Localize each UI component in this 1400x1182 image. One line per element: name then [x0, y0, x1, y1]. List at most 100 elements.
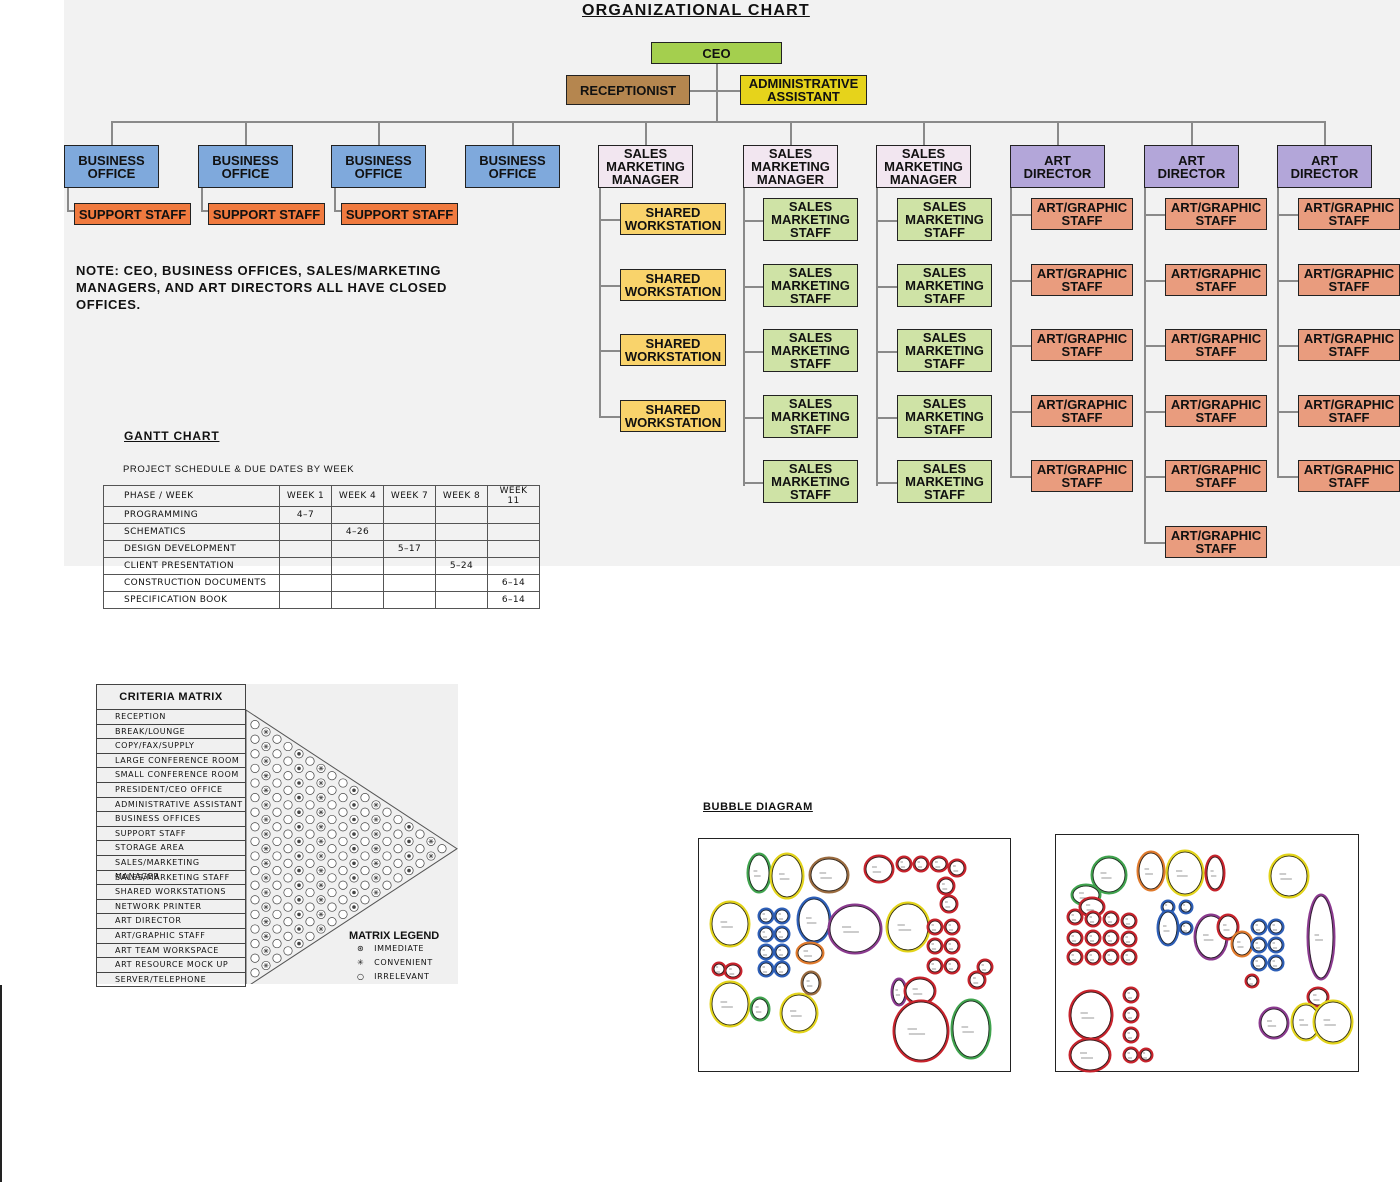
bubble-space [711, 961, 727, 977]
bubble-diagram-b [1055, 834, 1359, 1073]
bubble-scribble [935, 861, 941, 868]
connector-line [1010, 214, 1031, 216]
convenient-mark [263, 773, 269, 779]
business-office-box: BUSINESS OFFICE [198, 145, 293, 188]
bubble-space [779, 992, 819, 1034]
connector-line [1057, 122, 1059, 145]
immediate-mark [297, 810, 301, 814]
bubble-scribble [973, 977, 979, 984]
bubble-outline [1308, 895, 1334, 979]
immediate-mark [297, 927, 301, 931]
matrix-cell [250, 939, 260, 949]
art-graphic-staff-box: ART/GRAPHIC STAFF [1165, 198, 1267, 230]
bubble-space [943, 957, 961, 975]
matrix-cell [272, 836, 282, 846]
art-graphic-staff-box: ART/GRAPHIC STAFF [1298, 264, 1400, 296]
bubble-outline [1068, 950, 1082, 964]
bubble-scribble [1089, 954, 1095, 961]
matrix-cell [338, 895, 348, 905]
matrix-cell [283, 858, 293, 868]
matrix-cell [283, 785, 293, 795]
immediate-mark [297, 868, 301, 873]
connector-line [743, 351, 763, 353]
matrix-cell [250, 836, 260, 846]
connector-line [876, 417, 897, 419]
matrix-cell [283, 902, 293, 912]
bubble-scribble [1255, 960, 1261, 967]
matrix-cell [250, 734, 260, 744]
matrix-cell [338, 880, 348, 890]
connector-line [334, 188, 336, 211]
bubble-space [1312, 999, 1354, 1045]
immediate-mark [297, 825, 301, 829]
bubble-space [950, 998, 992, 1060]
bubble-space [1120, 912, 1138, 930]
matrix-cell [272, 939, 282, 949]
matrix-cell [283, 931, 293, 941]
immediate-mark [297, 898, 301, 902]
convenient-mark [263, 787, 269, 793]
bubble-outline [798, 898, 830, 942]
bubble-space [1268, 853, 1310, 899]
gantt-cell [383, 591, 436, 609]
matrix-cell [250, 793, 260, 803]
bubble-space [912, 855, 930, 873]
matrix-cell [283, 946, 293, 956]
art-graphic-staff-box: ART/GRAPHIC STAFF [1298, 329, 1400, 361]
bubble-outline [759, 962, 773, 976]
bubble-outline [1138, 852, 1164, 890]
bubble-scribble [953, 865, 959, 872]
legend-irrelevant: ○ IRRELEVANT [357, 972, 430, 981]
bubble-scribble [945, 901, 951, 908]
bubble-outline [1252, 956, 1266, 970]
art-graphic-staff-box: ART/GRAPHIC STAFF [1165, 460, 1267, 492]
sales-marketing-staff-box: SALES MARKETING STAFF [897, 264, 992, 307]
bubble-space [926, 957, 944, 975]
art-graphic-staff-box: ART/GRAPHIC STAFF [1165, 264, 1267, 296]
bubble-space [709, 900, 751, 948]
bubble-sketch-a [709, 852, 994, 1063]
criteria-item: SUPPORT STAFF [96, 826, 246, 842]
support-staff-box: SUPPORT STAFF [208, 203, 325, 225]
bubble-outline [1122, 932, 1136, 946]
connector-line [743, 417, 763, 419]
convenient-mark [263, 948, 269, 954]
bubble-outline [1314, 1001, 1352, 1043]
connector-line [1277, 214, 1298, 216]
convenient-mark [263, 729, 269, 735]
connector-line [1010, 345, 1031, 347]
bubble-space [943, 937, 961, 955]
bubble-scribble [1183, 925, 1187, 932]
criteria-item: BUSINESS OFFICES [96, 812, 246, 827]
convenient-mark [318, 795, 324, 801]
bubble-outline [781, 994, 817, 1032]
bubble-scribble [1127, 1052, 1133, 1059]
bubble-scribble [720, 1001, 733, 1008]
connector-line [1277, 280, 1298, 282]
bubble-scribble [762, 931, 768, 938]
bubble-space [808, 856, 850, 894]
matrix-cell [250, 822, 260, 832]
gantt-title: GANTT CHART [124, 429, 220, 443]
bubble-outline [759, 945, 773, 959]
convenient-mark [263, 846, 269, 852]
immediate-mark [297, 941, 301, 946]
matrix-cell [250, 866, 260, 876]
bubble-sketch-b [1066, 849, 1354, 1073]
bubble-outline [751, 998, 769, 1020]
bubble-outline [949, 860, 965, 876]
irrelevant-icon: ○ [357, 972, 365, 981]
immediate-icon: ⊛ [357, 944, 365, 953]
bubble-space [1122, 986, 1140, 1004]
matrix-cell [250, 749, 260, 759]
bubble-outline [1092, 857, 1126, 893]
connector-line [1144, 411, 1165, 413]
bubble-outline [945, 920, 959, 934]
art-graphic-staff-box: ART/GRAPHIC STAFF [1031, 329, 1133, 361]
bubble-scribble [1272, 942, 1278, 949]
bubble-scribble [1086, 904, 1094, 911]
bubble-scribble [729, 968, 735, 975]
sales-marketing-staff-box: SALES MARKETING STAFF [763, 395, 858, 438]
immediate-mark [407, 839, 411, 844]
shared-workstation-box: SHARED WORKSTATION [620, 400, 726, 432]
